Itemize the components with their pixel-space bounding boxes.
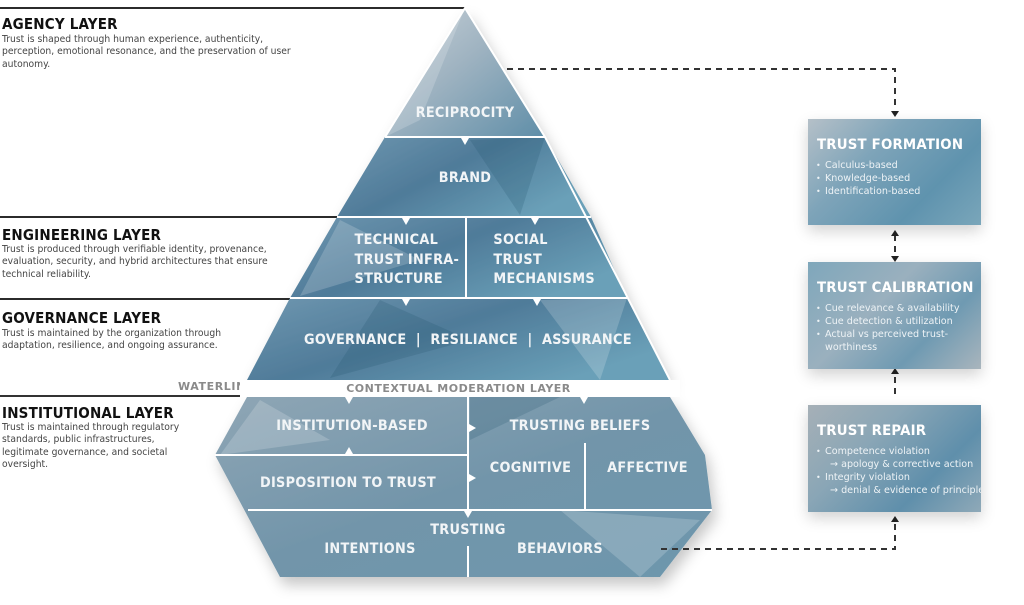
institutional-layer-description: Trust is maintained through regulatory s… — [2, 422, 180, 470]
governance-resiliance-assurance-label: GOVERNANCE | RESILIANCE | ASSURANCE — [304, 332, 632, 348]
social-trust-mechanisms-label: SOCIAL TRUST MECHANISMS — [493, 231, 595, 290]
arrow-down-icon — [402, 218, 410, 225]
arrow-right-icon — [469, 474, 476, 482]
disposition-to-trust-label: DISPOSITION TO TRUST — [260, 475, 436, 491]
list-item: Cue detection & utilization — [816, 315, 981, 328]
pyramid-brand-section — [337, 137, 591, 217]
arrow-right-icon — [469, 424, 476, 432]
arrow-down-icon — [461, 138, 469, 145]
trust-repair-list: Competence violation → apology & correct… — [816, 445, 981, 497]
pyramid-institutional-section — [215, 397, 712, 577]
waterline-rule — [0, 395, 247, 397]
arrow-down-icon — [345, 397, 353, 404]
technical-trust-infrastructure-label: TECHNICAL TRUST INFRA- STRUCTURE — [355, 231, 460, 290]
moderation-band — [240, 380, 680, 397]
list-item: Knowledge-based — [816, 172, 981, 185]
trust-calibration-list: Cue relevance & availability Cue detecti… — [816, 302, 981, 354]
list-item: Calculus-based — [816, 159, 981, 172]
waterline-label: WATERLINE — [178, 380, 255, 393]
trust-calibration-title: TRUST CALIBRATION — [817, 280, 974, 296]
facet — [330, 300, 470, 378]
contextual-moderation-layer-label: CONTEXTUAL MODERATION LAYER — [346, 382, 571, 395]
list-item-consequence: → apology & corrective action — [830, 459, 974, 470]
facet — [540, 298, 627, 380]
cognitive-label: COGNITIVE — [489, 460, 572, 476]
trust-formation-box: TRUST FORMATION Calculus-based Knowledge… — [808, 119, 981, 225]
facet — [470, 397, 560, 440]
list-item-continuation: worthiness — [825, 342, 878, 353]
facet — [300, 220, 420, 296]
technical-line-1: TECHNICAL — [354, 232, 439, 248]
trusting-beliefs-label: TRUSTING BELIEFS — [509, 418, 651, 434]
arrow-down-icon — [402, 299, 410, 306]
intentions-label: INTENTIONS — [324, 541, 416, 557]
governance-layer-rule — [0, 298, 302, 300]
list-item-consequence: → denial & evidence of principles — [830, 485, 981, 496]
governance-layer-description: Trust is maintained by the organization … — [2, 328, 222, 352]
trust-repair-title: TRUST REPAIR — [817, 423, 927, 439]
list-item: Cue relevance & availability — [816, 302, 981, 315]
trust-repair-box: TRUST REPAIR Competence violation → apol… — [808, 405, 981, 512]
affective-label: AFFECTIVE — [607, 460, 688, 476]
list-item: Identification-based — [816, 185, 981, 198]
technical-line-2: TRUST INFRA- — [354, 251, 460, 268]
reciprocity-label: RECIPROCITY — [415, 105, 515, 121]
institutional-layer-title: INSTITUTIONAL LAYER — [2, 404, 174, 422]
agency-layer-title: AGENCY LAYER — [2, 15, 118, 33]
governance-layer-title: GOVERNANCE LAYER — [2, 309, 162, 327]
pyramid-engineering-section — [290, 217, 627, 298]
technical-line-3: STRUCTURE — [354, 271, 443, 287]
trusting-label: TRUSTING — [430, 522, 506, 538]
social-line-2: TRUST — [493, 251, 543, 268]
engineering-layer-description: Trust is produced through verifiable ide… — [2, 244, 268, 280]
social-line-1: SOCIAL — [493, 232, 548, 248]
list-item: Competence violation — [816, 445, 981, 458]
institution-based-label: INSTITUTION-BASED — [276, 418, 428, 434]
trust-formation-title: TRUST FORMATION — [817, 137, 964, 153]
trust-formation-list: Calculus-based Knowledge-based Identific… — [816, 159, 981, 198]
list-item: Actual vs perceived trust- — [816, 328, 981, 341]
social-line-3: MECHANISMS — [493, 271, 595, 287]
box-background — [808, 405, 981, 512]
engineering-layer-rule — [0, 216, 347, 218]
engineering-layer-title: ENGINEERING LAYER — [2, 226, 162, 244]
arrow-up-icon — [345, 447, 353, 454]
facet — [470, 137, 545, 215]
arrow-down-icon — [531, 218, 539, 225]
pyramid-governance-section — [247, 298, 670, 380]
arrow-down-icon — [464, 511, 472, 518]
facet — [220, 400, 330, 455]
list-item: Integrity violation — [816, 471, 981, 484]
brand-label: BRAND — [438, 170, 492, 186]
arrow-down-icon — [533, 299, 541, 306]
agency-layer-description: Trust is shaped through human experience… — [2, 34, 291, 70]
pyramid-outline — [384, 6, 671, 381]
trust-calibration-box: TRUST CALIBRATION Cue relevance & availa… — [808, 262, 981, 369]
agency-layer-rule — [0, 7, 465, 9]
pyramid-reciprocity-section — [385, 8, 545, 137]
arrow-down-icon — [580, 397, 588, 404]
behaviors-label: BEHAVIORS — [517, 541, 603, 557]
